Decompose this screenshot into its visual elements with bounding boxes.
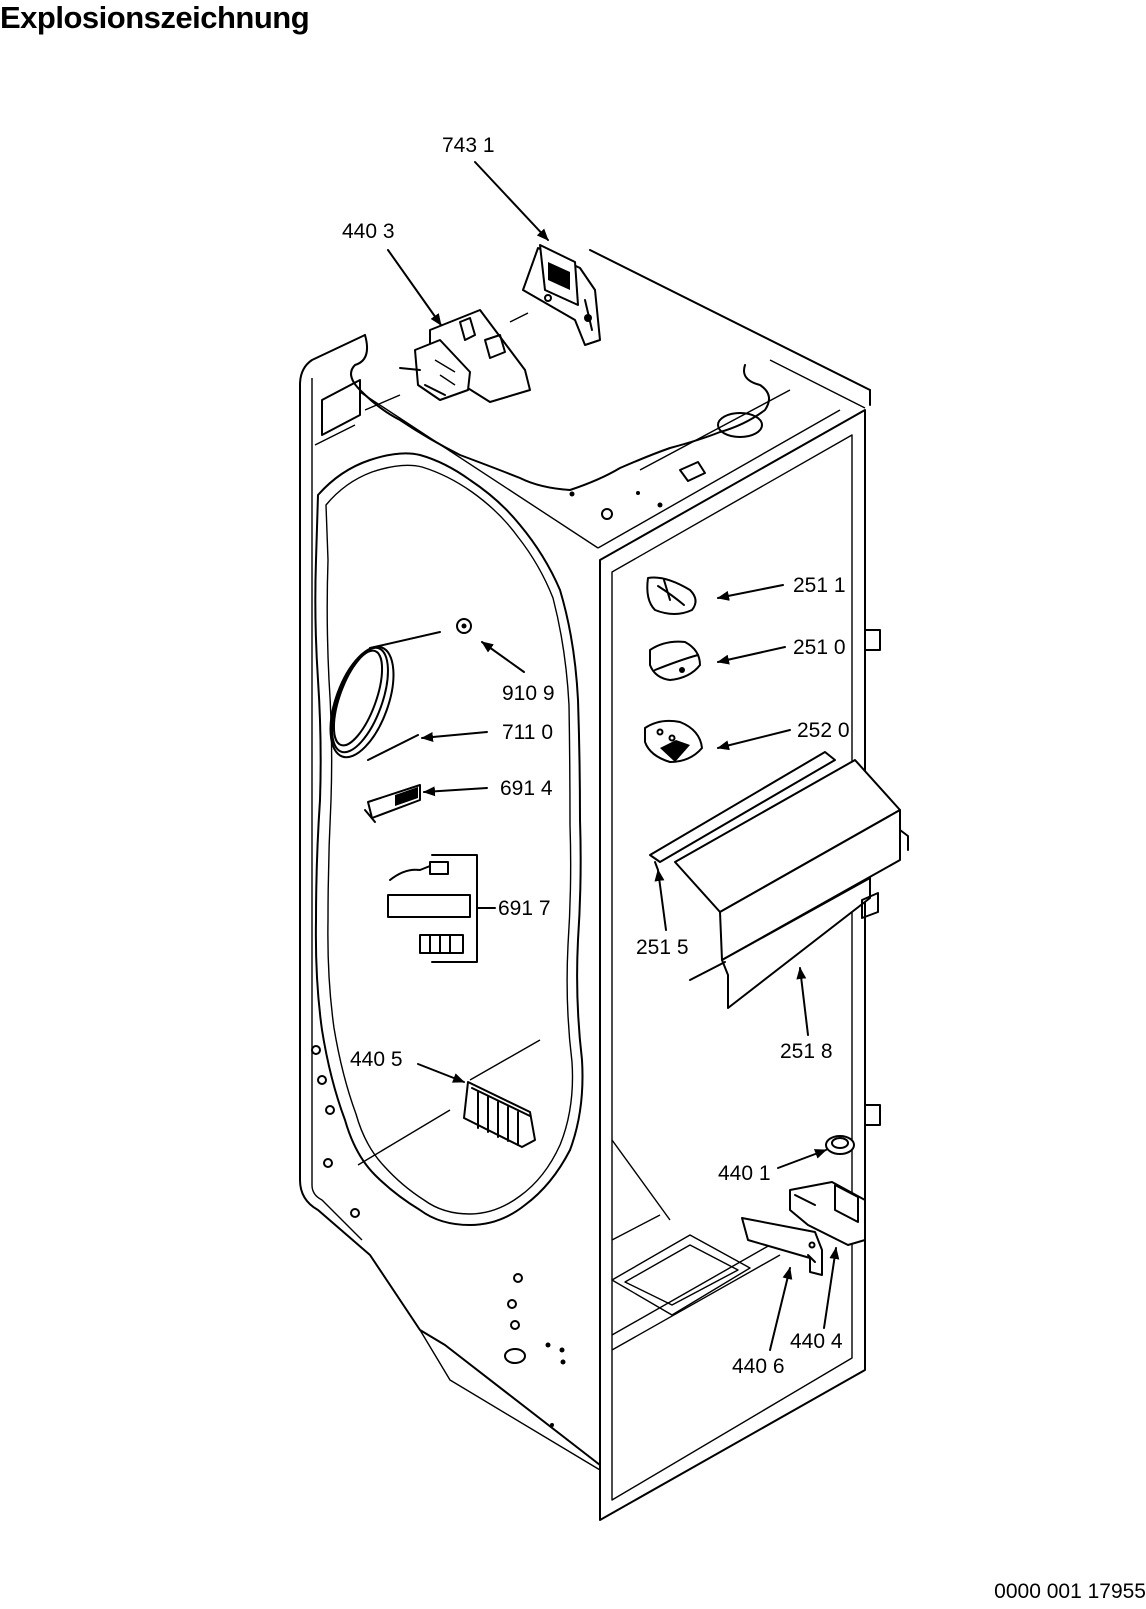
- part-691-4-switch: [364, 784, 421, 823]
- part-743-1-bracket: [522, 244, 601, 346]
- label-711-0: 711 0: [502, 721, 553, 744]
- leader-743-to-440: [509, 312, 529, 323]
- label-691-4: 691 4: [500, 777, 553, 800]
- page-title: Explosionszeichnung: [0, 0, 310, 35]
- part-252-0-lamp-holder: [644, 719, 703, 763]
- label-691-7: 691 7: [498, 897, 551, 920]
- leader-440-3-down: [364, 394, 401, 411]
- label-440-5: 440 5: [350, 1048, 403, 1071]
- label-251-1: 251 1: [793, 574, 846, 597]
- part-440-6-bracket: [741, 1217, 823, 1276]
- document-number: 0000 001 17955: [994, 1580, 1146, 1603]
- label-251-8: 251 8: [780, 1040, 833, 1063]
- part-251-0-lamp-cover: [649, 640, 701, 681]
- part-440-1-grommet: [825, 1135, 855, 1155]
- part-711-0-cable: [329, 631, 441, 761]
- label-251-5: 251 5: [636, 936, 689, 959]
- part-251-5-strip: [649, 751, 836, 871]
- label-910-9: 910 9: [502, 682, 555, 705]
- label-252-0: 252 0: [797, 719, 850, 742]
- part-691-7-kit: [387, 854, 496, 963]
- part-910-9-nut: [456, 618, 472, 634]
- label-440-3: 440 3: [342, 220, 395, 243]
- label-251-0: 251 0: [793, 636, 846, 659]
- label-440-1: 440 1: [718, 1162, 771, 1185]
- label-440-6: 440 6: [732, 1355, 785, 1378]
- part-440-4-bracket: [789, 1181, 866, 1246]
- leader-arrows: [387, 161, 840, 1351]
- cabinet-body: [299, 249, 881, 1521]
- part-440-5-grille: [463, 1081, 536, 1148]
- part-251-8-cover: [674, 759, 909, 1009]
- part-440-3-fan-housing: [399, 309, 531, 403]
- part-251-1-light-cover: [646, 576, 697, 615]
- label-440-4: 440 4: [790, 1330, 843, 1353]
- label-743-1: 743 1: [442, 134, 495, 157]
